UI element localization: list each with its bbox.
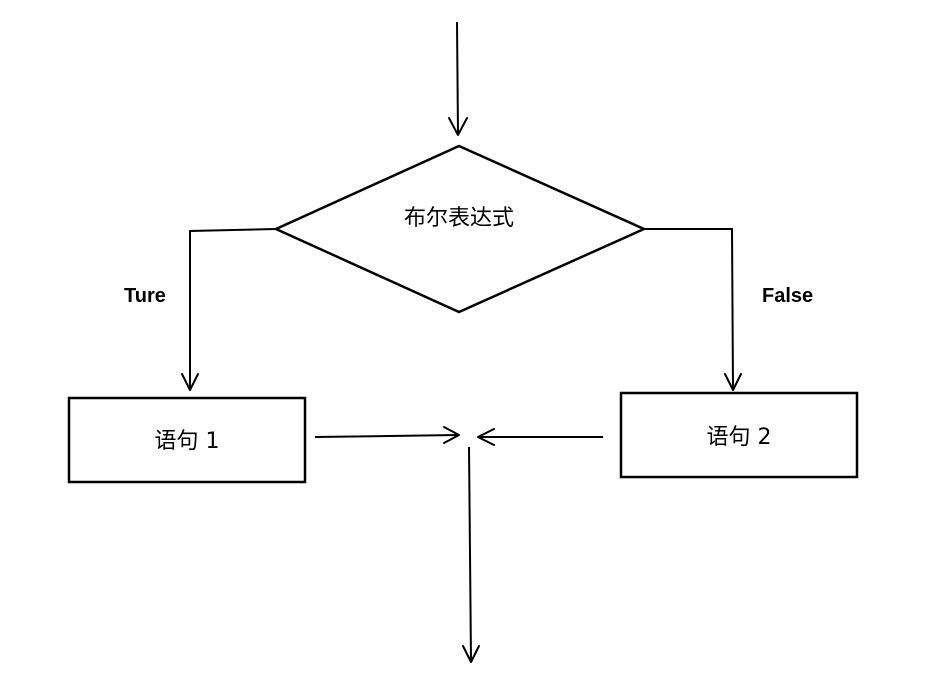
- statement-2-box: [619, 391, 859, 479]
- exit-arrow: [462, 446, 480, 663]
- true-branch-arrow: [181, 228, 277, 391]
- statement-1-box: [67, 396, 307, 484]
- statement-1-label: 语句 1: [155, 429, 220, 454]
- decision-node: 布尔表达式: [272, 144, 648, 314]
- false-branch-label: False: [762, 285, 813, 307]
- statement-1-node: 语句 1: [67, 396, 307, 484]
- false-branch-arrow: [644, 228, 742, 391]
- statement-2-node: 语句 2: [619, 391, 859, 479]
- true-branch-label: Ture: [124, 285, 166, 307]
- statement-2-label: 语句 2: [707, 425, 772, 450]
- decision-label: 布尔表达式: [404, 206, 514, 231]
- merge-arrow-right: [477, 428, 603, 446]
- merge-arrow-left: [314, 426, 460, 444]
- decision-diamond: [272, 144, 648, 314]
- entry-arrow: [448, 21, 468, 136]
